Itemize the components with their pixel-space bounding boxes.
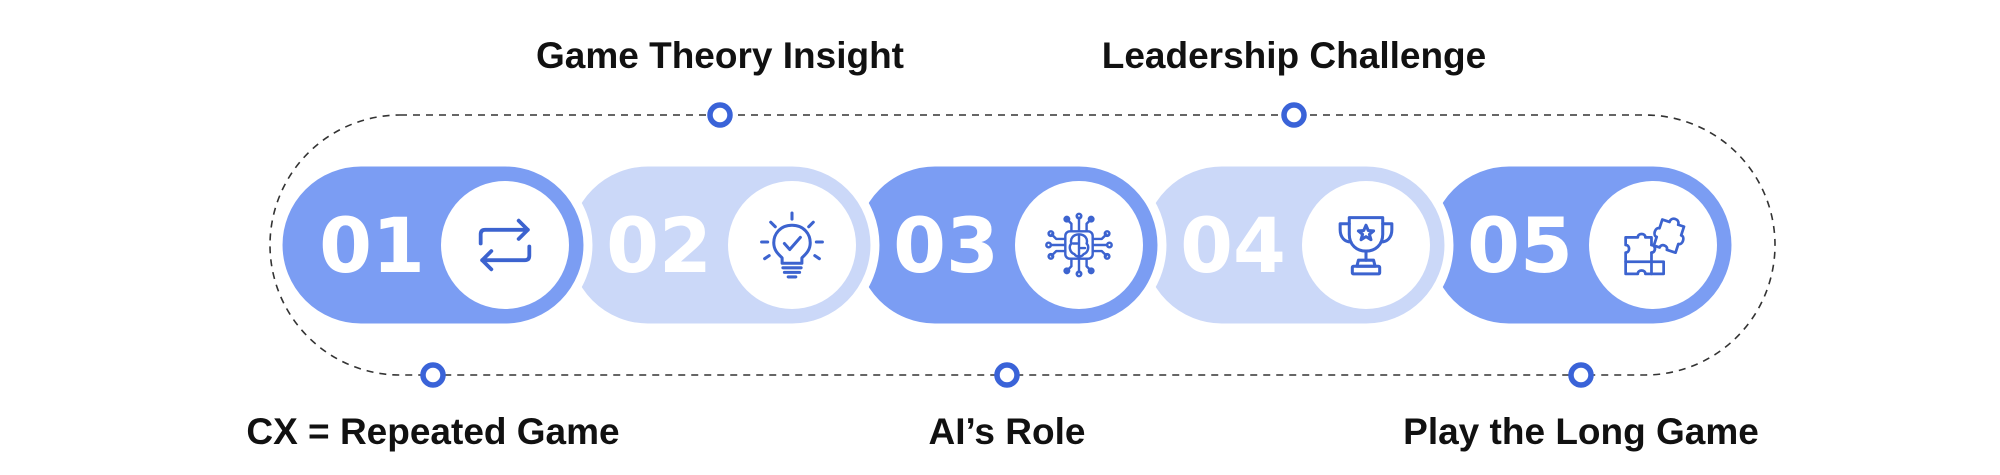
step-04-number: 04 [1180, 201, 1286, 290]
step-04-label: Leadership Challenge [1102, 35, 1487, 76]
trophy-star-icon [1302, 181, 1430, 309]
step-04-marker [1281, 102, 1307, 128]
ai-brain-circuit-icon [1015, 181, 1143, 309]
timeline-markers [420, 102, 1594, 388]
step-numbers: 01 02 03 04 05 [319, 201, 1573, 290]
puzzle-pieces-icon [1589, 181, 1717, 309]
step-05-marker [1568, 362, 1594, 388]
step-03-label: AI’s Role [929, 411, 1086, 452]
step-03-marker [994, 362, 1020, 388]
step-02-number: 02 [606, 201, 712, 290]
step-02-marker [707, 102, 733, 128]
step-01-label: CX = Repeated Game [246, 411, 619, 452]
step-05-number: 05 [1467, 201, 1573, 290]
step-01-marker [420, 362, 446, 388]
repeat-arrows-icon [441, 181, 569, 309]
step-labels: CX = Repeated Game Game Theory InsightAI’… [246, 35, 1758, 452]
step-03-number: 03 [893, 201, 999, 290]
step-02-label: Game Theory Insight [536, 35, 904, 76]
step-05-label: Play the Long Game [1403, 411, 1759, 452]
lightbulb-check-icon [728, 181, 856, 309]
step-icons [441, 181, 1717, 309]
dashed-track [269, 114, 1776, 376]
step-01-number: 01 [319, 201, 425, 290]
